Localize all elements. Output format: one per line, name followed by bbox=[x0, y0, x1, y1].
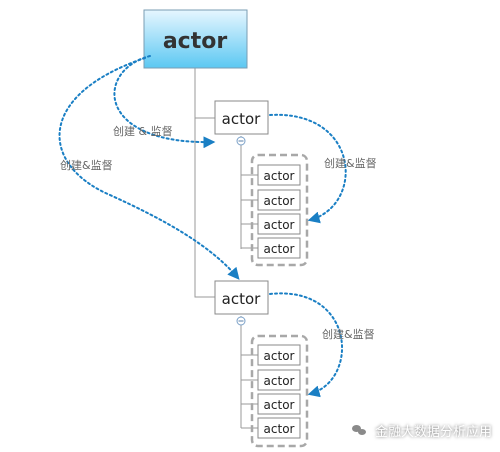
root-to-child1-arrow bbox=[113, 55, 216, 149]
child1-to-group1-arrow bbox=[269, 113, 347, 224]
group2-actor-label-1: actor bbox=[264, 349, 295, 363]
child-actor-node-1[interactable]: actor bbox=[214, 100, 269, 135]
child-actor-label-1: actor bbox=[222, 110, 261, 128]
label-child2-to-group2: 创建&监督 bbox=[322, 327, 375, 341]
group1-actor-4[interactable]: actor bbox=[257, 237, 301, 259]
child2-to-group2-arrow bbox=[269, 292, 343, 398]
group2-actor-label-2: actor bbox=[264, 374, 295, 388]
group1-actor-label-3: actor bbox=[264, 218, 295, 232]
actor-group-box-1 bbox=[250, 153, 309, 267]
group1-actor-label-4: actor bbox=[264, 242, 295, 256]
root-actor-label: actor bbox=[163, 29, 228, 54]
group2-actor-3[interactable]: actor bbox=[257, 393, 301, 415]
label-child1-to-group1: 创建&监督 bbox=[324, 156, 377, 170]
group1-actor-3[interactable]: actor bbox=[257, 213, 301, 235]
group2-actor-4[interactable]: actor bbox=[257, 417, 301, 439]
group2-actor-1[interactable]: actor bbox=[257, 344, 301, 366]
watermark: 金融大数据分析应用 bbox=[348, 420, 492, 440]
group1-actor-2[interactable]: actor bbox=[257, 189, 301, 211]
label-root-to-child1: 创建 & 监督 bbox=[113, 124, 173, 138]
wechat-icon bbox=[348, 420, 369, 440]
group2-actor-label-3: actor bbox=[264, 398, 295, 412]
group1-actor-label-1: actor bbox=[264, 169, 295, 183]
group1-actor-1[interactable]: actor bbox=[257, 164, 301, 186]
child-actor-node-2[interactable]: actor bbox=[214, 280, 269, 315]
group1-actor-label-2: actor bbox=[264, 194, 295, 208]
collapse-toggle-icon[interactable] bbox=[236, 136, 246, 146]
group2-actor-2[interactable]: actor bbox=[257, 369, 301, 391]
child-actor-label-2: actor bbox=[222, 290, 261, 308]
actor-group-box-2 bbox=[250, 334, 309, 448]
collapse-toggle-icon[interactable] bbox=[236, 316, 246, 326]
label-root-to-child2: 创建&监督 bbox=[60, 158, 113, 172]
group2-actor-label-4: actor bbox=[264, 422, 295, 436]
watermark-text: 金融大数据分析应用 bbox=[374, 424, 492, 440]
root-actor-node[interactable]: actor bbox=[143, 9, 248, 69]
root-to-child2-arrow bbox=[58, 57, 240, 280]
tree-connectors bbox=[194, 68, 258, 429]
